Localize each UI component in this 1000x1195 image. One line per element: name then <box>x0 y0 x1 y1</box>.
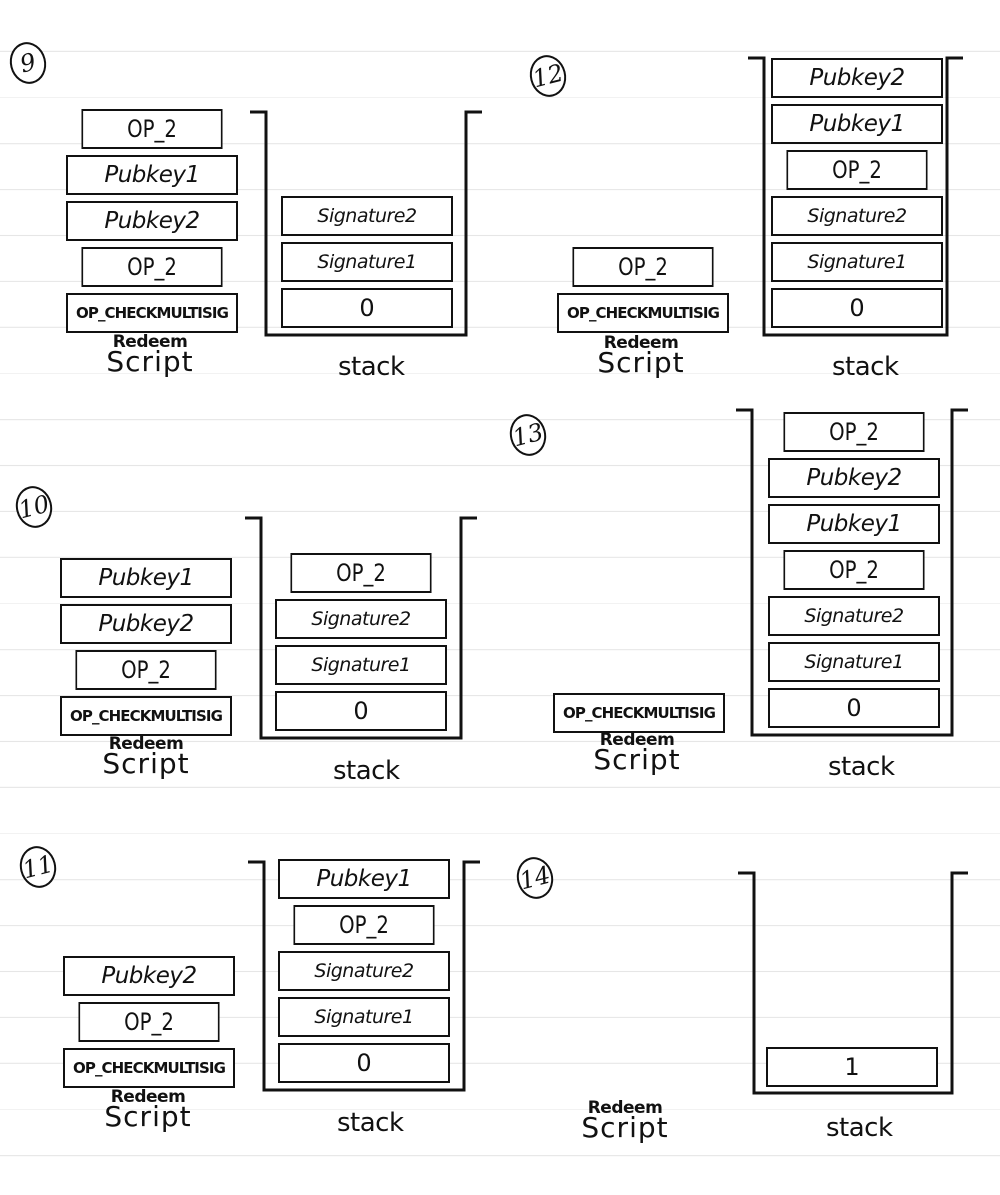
stack-cell-pubkey1: Pubkey1 <box>768 504 940 544</box>
stack-cell-0: 0 <box>771 288 943 328</box>
stack-label: stack <box>826 1113 893 1143</box>
redeem-script-cell-op-checkmultisig: OP_CHECKMULTISIG <box>60 696 232 736</box>
stack-cell-1: 1 <box>766 1047 938 1087</box>
stack-cell-signature2: Signature2 <box>768 596 940 636</box>
stack-cell-signature2: Signature2 <box>771 196 943 236</box>
script-label-big: Script <box>106 345 194 378</box>
redeem-label-small: Redeem <box>603 333 679 353</box>
stack-label: stack <box>832 352 899 382</box>
redeem-script-cell-op-checkmultisig: OP_CHECKMULTISIG <box>557 293 729 333</box>
redeem-script-cell-op-2: OP_2 <box>81 247 223 287</box>
stack-cell-signature2: Signature2 <box>278 951 450 991</box>
stack-cell-signature1: Signature1 <box>771 242 943 282</box>
redeem-script-cell-op-2: OP_2 <box>81 109 223 149</box>
script-label-big: Script <box>102 747 190 780</box>
stack-cell-pubkey2: Pubkey2 <box>768 458 940 498</box>
stack-cell-pubkey1: Pubkey1 <box>771 104 943 144</box>
stack-cell-op-2: OP_2 <box>786 150 928 190</box>
redeem-label-small: Redeem <box>599 730 675 750</box>
stack-bracket <box>748 56 963 337</box>
redeem-label-small: Redeem <box>110 1087 186 1107</box>
redeem-label-small: Redeem <box>112 332 188 352</box>
stack-label: stack <box>333 756 400 786</box>
redeem-script-cell-pubkey2: Pubkey2 <box>63 956 235 996</box>
stack-cell-0: 0 <box>278 1043 450 1083</box>
script-label-big: Script <box>581 1111 669 1144</box>
stack-cell-pubkey2: Pubkey2 <box>771 58 943 98</box>
redeem-script-cell-op-2: OP_2 <box>75 650 217 690</box>
stack-cell-signature1: Signature1 <box>281 242 453 282</box>
redeem-label-small: Redeem <box>108 734 184 754</box>
stack-cell-signature2: Signature2 <box>275 599 447 639</box>
redeem-label-small: Redeem <box>587 1098 663 1118</box>
stack-bracket <box>738 871 968 1095</box>
stack-cell-op-2: OP_2 <box>290 553 432 593</box>
stack-cell-signature1: Signature1 <box>275 645 447 685</box>
redeem-script-cell-op-checkmultisig: OP_CHECKMULTISIG <box>553 693 725 733</box>
redeem-script-cell-op-checkmultisig: OP_CHECKMULTISIG <box>66 293 238 333</box>
stack-cell-signature1: Signature1 <box>768 642 940 682</box>
stack-label: stack <box>337 1108 404 1138</box>
stack-label: stack <box>828 752 895 782</box>
stack-bracket <box>245 516 477 740</box>
redeem-script-cell-pubkey1: Pubkey1 <box>66 155 238 195</box>
stack-cell-0: 0 <box>275 691 447 731</box>
stack-bracket <box>736 408 968 737</box>
stack-cell-signature1: Signature1 <box>278 997 450 1037</box>
redeem-script-cell-op-2: OP_2 <box>572 247 714 287</box>
redeem-script-cell-pubkey2: Pubkey2 <box>66 201 238 241</box>
stack-cell-pubkey1: Pubkey1 <box>278 859 450 899</box>
stack-cell-op-2: OP_2 <box>783 412 925 452</box>
stack-cell-op-2: OP_2 <box>783 550 925 590</box>
redeem-script-cell-pubkey2: Pubkey2 <box>60 604 232 644</box>
stack-cell-0: 0 <box>281 288 453 328</box>
redeem-script-cell-op-2: OP_2 <box>78 1002 220 1042</box>
stack-label: stack <box>338 352 405 382</box>
script-label-big: Script <box>104 1100 192 1133</box>
stack-bracket <box>250 110 482 337</box>
redeem-script-cell-op-checkmultisig: OP_CHECKMULTISIG <box>63 1048 235 1088</box>
script-label-big: Script <box>597 346 685 379</box>
stack-cell-op-2: OP_2 <box>293 905 435 945</box>
stack-bracket <box>248 860 480 1092</box>
script-label-big: Script <box>593 743 681 776</box>
stack-cell-signature2: Signature2 <box>281 196 453 236</box>
stack-cell-0: 0 <box>768 688 940 728</box>
redeem-script-cell-pubkey1: Pubkey1 <box>60 558 232 598</box>
